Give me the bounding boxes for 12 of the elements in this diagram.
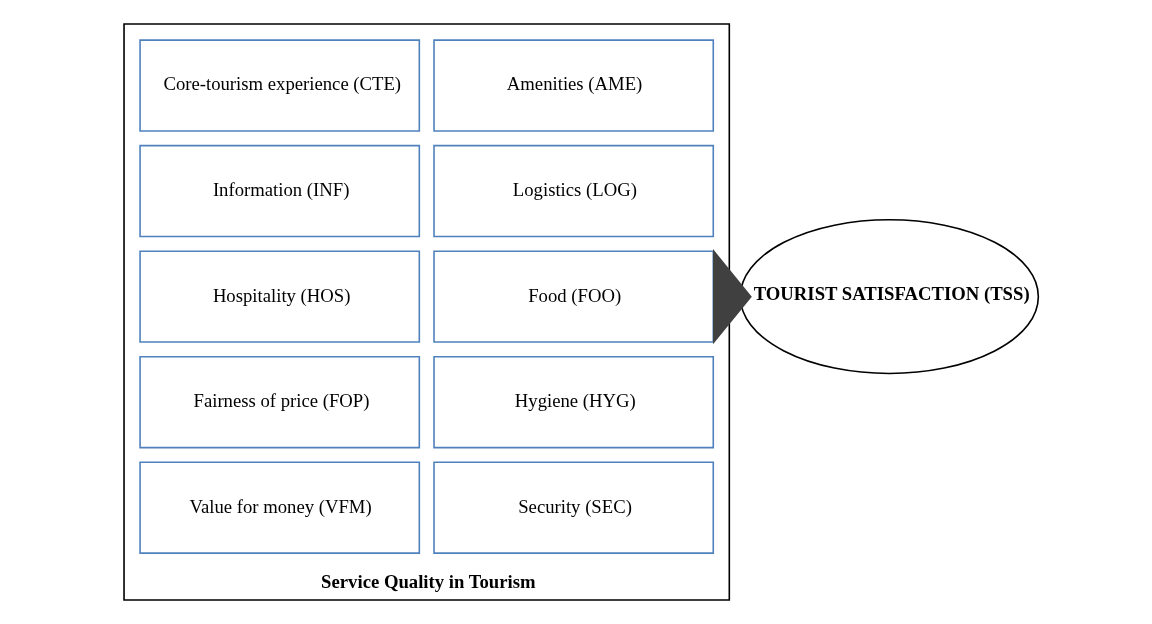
node-box: Hospitality (HOS): [139, 250, 421, 343]
node-box: Fairness of price (FOP): [139, 355, 421, 449]
node-box: Core-tourism experience (CTE): [139, 39, 421, 132]
node-box: Hygiene (HYG): [433, 355, 715, 449]
node-box: Value for money (VFM): [139, 461, 421, 554]
arrow: [713, 249, 752, 345]
node-box: Logistics (LOG): [433, 144, 715, 238]
node-box: Amenities (AME): [433, 39, 715, 132]
node-box: Information (INF): [139, 144, 421, 238]
node-box: Security (SEC): [433, 461, 715, 554]
node-box: Food (FOO): [433, 250, 715, 343]
node-ellipse: TOURIST SATISFACTION (TSS): [739, 219, 1040, 375]
